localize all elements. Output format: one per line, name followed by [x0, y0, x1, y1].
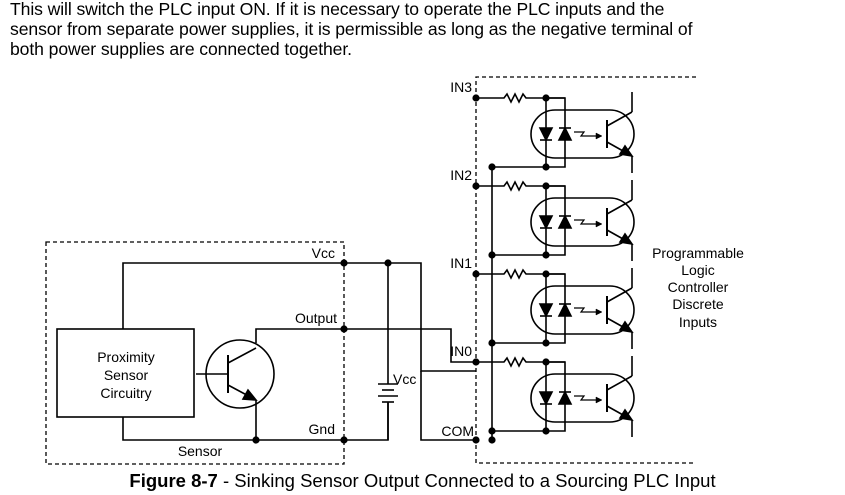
- input-label-in1: IN1: [450, 255, 472, 271]
- led-icon: [557, 390, 573, 405]
- phototransistor-collector: [606, 287, 633, 303]
- led-icon: [538, 303, 554, 318]
- light-arrow-icon: [574, 395, 600, 401]
- plc-label: Logic: [681, 262, 714, 278]
- resistor-icon: [476, 180, 565, 192]
- vcc-terminal-label: Vcc: [312, 245, 335, 261]
- junction-dot: [488, 339, 496, 347]
- optocoupler-envelope: [530, 285, 635, 335]
- output-terminal-label: Output: [295, 310, 337, 326]
- light-arrow-head: [595, 396, 603, 404]
- led-icon: [538, 215, 554, 230]
- junction-dot: [488, 436, 496, 444]
- input-label-in0: IN0: [450, 343, 472, 359]
- resistor-icon: [476, 268, 565, 280]
- light-arrow-head: [595, 220, 603, 228]
- proximity-circuitry-block: [56, 328, 195, 418]
- plc-label: Programmable: [652, 245, 744, 261]
- phototransistor-collector: [606, 111, 633, 127]
- junction-dot: [488, 163, 496, 171]
- vcc-terminal: [340, 259, 348, 267]
- input-label-in2: IN2: [450, 167, 472, 183]
- light-arrow-head: [595, 308, 603, 316]
- figure-title: Sinking Sensor Output Connected to a Sou…: [234, 470, 716, 491]
- phototransistor-collector: [606, 199, 633, 215]
- power-supply-label: Vcc: [393, 371, 416, 387]
- paragraph-line: This will switch the PLC input ON. If it…: [10, 0, 665, 19]
- plc-label: Inputs: [679, 314, 717, 330]
- optocoupler-envelope: [530, 109, 635, 159]
- light-arrow-icon: [574, 307, 600, 313]
- phototransistor-collector: [606, 375, 633, 391]
- sensor-box-label: Sensor: [178, 443, 223, 459]
- circuitry-label: Proximity: [97, 349, 155, 365]
- npn-transistor-icon: [196, 339, 275, 440]
- junction-dot: [542, 163, 550, 171]
- resistor-icon: [476, 356, 565, 368]
- plc-boundary: [475, 76, 696, 464]
- emitter-arrow: [618, 408, 634, 422]
- optocoupler-envelope: [530, 373, 635, 423]
- com-wire: [420, 371, 476, 441]
- led-icon: [557, 302, 573, 317]
- junction-dot: [542, 251, 550, 259]
- com-label: COM: [441, 423, 474, 439]
- junction-dot: [488, 427, 496, 435]
- caption-separator: -: [217, 470, 235, 491]
- circuitry-label: Sensor: [104, 367, 149, 383]
- output-wire: [255, 328, 476, 363]
- junction-dot: [542, 427, 550, 435]
- resistor-icon: [476, 92, 565, 104]
- light-arrow-head: [595, 132, 603, 140]
- light-arrow-icon: [574, 131, 600, 137]
- led-icon: [557, 126, 573, 141]
- paragraph-line: both power supplies are connected togeth…: [10, 39, 352, 59]
- gnd-terminal-label: Gnd: [309, 421, 335, 437]
- plc-label: Controller: [668, 279, 729, 295]
- sensor-boundary: [45, 241, 345, 465]
- led-icon: [557, 214, 573, 229]
- plc-label: Discrete: [672, 296, 724, 312]
- circuitry-label: Circuitry: [100, 385, 151, 401]
- battery-icon: [378, 263, 398, 440]
- junction-dot: [488, 251, 496, 259]
- output-terminal: [340, 325, 348, 333]
- led-icon: [538, 127, 554, 142]
- figure-number: Figure 8-7: [129, 470, 218, 491]
- led-icon: [538, 391, 554, 406]
- body-paragraph: This will switch the PLC input ON. If it…: [10, 0, 840, 59]
- input-label-in3: IN3: [450, 79, 472, 95]
- emitter-arrow: [618, 320, 634, 334]
- light-arrow-icon: [574, 219, 600, 225]
- emitter-arrow: [618, 144, 634, 158]
- paragraph-line: sensor from separate power supplies, it …: [10, 19, 693, 39]
- optocoupler-envelope: [530, 197, 635, 247]
- gnd-terminal: [340, 436, 348, 444]
- junction-dot: [542, 339, 550, 347]
- figure-caption: Figure 8-7 - Sinking Sensor Output Conne…: [0, 470, 845, 492]
- vcc-wire: [122, 262, 476, 372]
- junction-dot: [472, 436, 480, 444]
- junction-dot: [252, 436, 260, 444]
- emitter-arrow: [618, 232, 634, 246]
